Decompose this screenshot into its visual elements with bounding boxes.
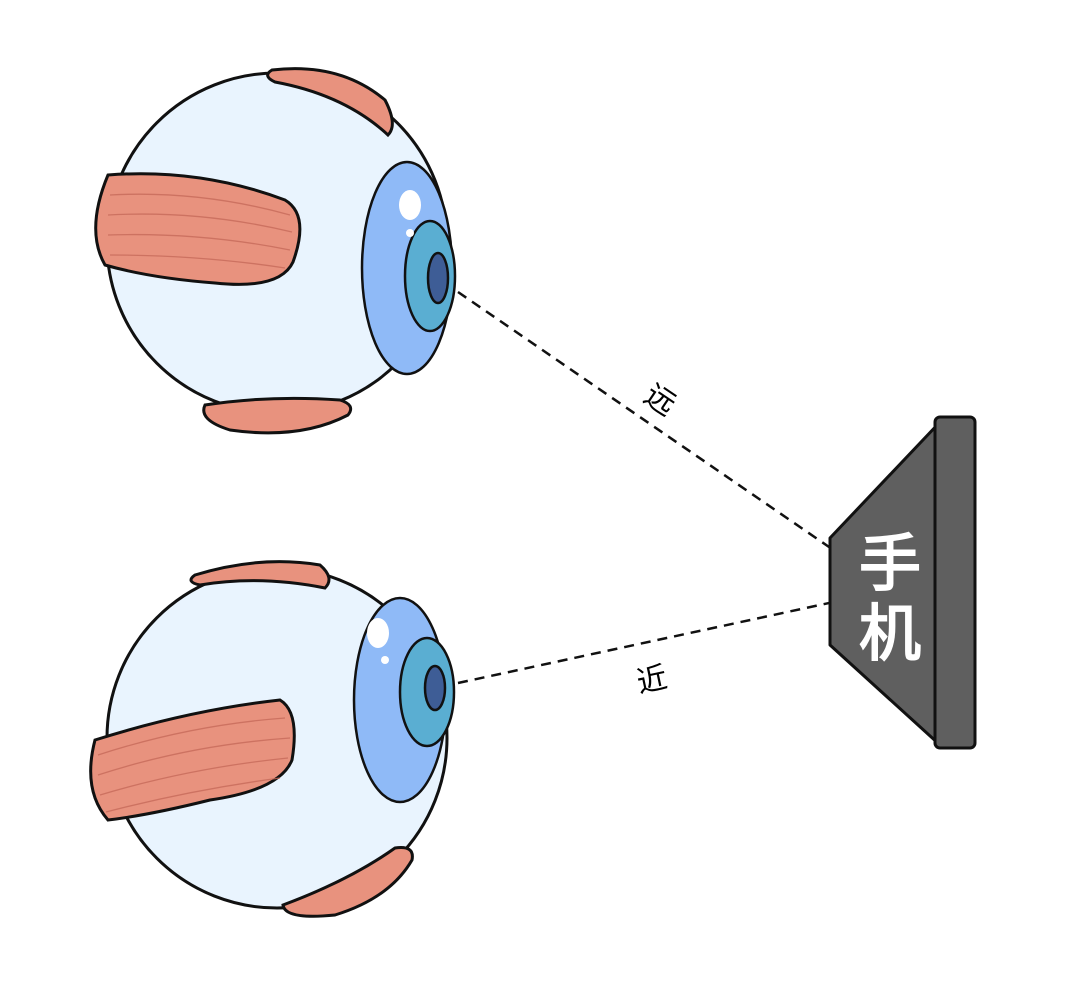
lower-eye-highlight: [367, 618, 389, 648]
near-sight-line: [457, 590, 881, 685]
far-sight-line: [457, 290, 881, 584]
upper-pupil: [426, 251, 450, 305]
upper-eye-bottom-muscle: [202, 396, 353, 435]
lower-eye-left-muscle: [89, 698, 296, 822]
phone-label-2: 机: [859, 597, 921, 670]
phone-label-1: 手: [859, 527, 921, 600]
lower-eye-bottom-muscle: [281, 846, 414, 918]
far-label: 远: [637, 378, 681, 424]
lower-eye: [89, 560, 456, 918]
lower-pupil: [423, 664, 447, 712]
near-label: 近: [634, 660, 671, 700]
upper-eye-highlight: [399, 190, 421, 220]
upper-eye-top-muscle: [266, 67, 394, 138]
phone-side: [933, 415, 977, 750]
upper-eye: [94, 67, 457, 435]
upper-eye-left-muscle: [94, 172, 302, 286]
phone: 手 机: [828, 415, 977, 750]
lower-eye-top-muscle: [189, 560, 331, 590]
